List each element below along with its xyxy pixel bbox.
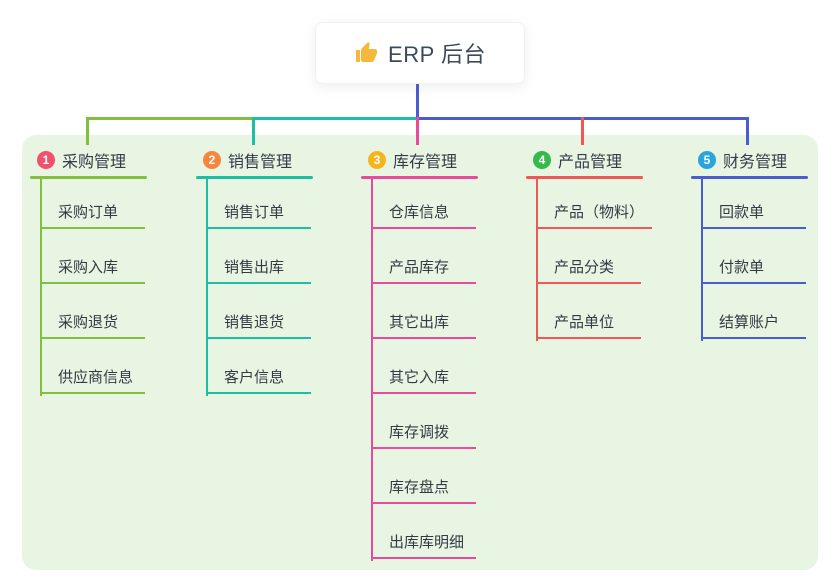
leaf-node[interactable]: 回款单 [701,197,806,229]
leaf-label: 回款单 [719,204,765,221]
branch-node-4[interactable]: 4 产品管理 [526,145,643,175]
branch-label: 产品管理 [558,154,623,171]
leaf-label: 其它出库 [389,314,450,331]
branch-underline [691,176,808,179]
branch-number-badge: 2 [203,151,221,169]
connector-hbar-left [86,117,255,120]
leaf-node[interactable]: 采购入库 [40,252,145,284]
branch-column-3: 3 库存管理仓库信息产品库存其它出库其它入库库存调拨库存盘点出库库明细 [361,145,478,561]
leaf-label: 库存调拨 [389,424,450,441]
branch-underline [30,176,147,179]
branch-label: 库存管理 [393,154,458,171]
leaf-label: 产品单位 [554,314,615,331]
leaf-node[interactable]: 库存调拨 [371,417,476,449]
leaf-node[interactable]: 产品库存 [371,252,476,284]
connector-branch-stub-5 [746,117,749,145]
leaf-node[interactable]: 付款单 [701,252,806,284]
connector-branch-stub-3 [416,117,419,145]
branch-vertical-line [701,179,703,341]
leaf-label: 供应商信息 [58,369,134,386]
leaf-label: 产品分类 [554,259,615,276]
connector-branch-stub-2 [252,117,255,145]
branch-label: 销售管理 [228,154,293,171]
connector-branch-stub-4 [581,117,584,145]
root-node-erp[interactable]: ERP 后台 [315,22,525,84]
leaf-label: 销售出库 [224,259,285,276]
leaf-label: 客户信息 [224,369,285,386]
thumbs-up-icon [356,42,378,62]
leaf-label: 销售订单 [224,204,285,221]
branch-node-2[interactable]: 2 销售管理 [196,145,313,175]
branch-vertical-line [40,179,42,396]
branch-column-4: 4 产品管理产品（物料） 产品分类产品单位 [526,145,653,341]
leaf-label: 仓库信息 [389,204,450,221]
branch-column-2: 2 销售管理销售订单销售出库销售退货客户信息 [196,145,313,396]
branch-number-badge: 4 [533,151,551,169]
connector-root-stub [416,82,419,118]
leaf-node[interactable]: 其它出库 [371,307,476,339]
leaf-node[interactable]: 其它入库 [371,362,476,394]
connector-hbar-mid [252,117,419,120]
branch-underline [361,176,478,179]
leaf-node[interactable]: 销售退货 [206,307,311,339]
leaf-label: 付款单 [719,259,765,276]
branch-label: 采购管理 [62,154,127,171]
leaf-label: 其它入库 [389,369,450,386]
branch-node-1[interactable]: 1 采购管理 [30,145,147,175]
root-node-label: ERP 后台 [388,42,486,67]
branch-number-badge: 1 [37,151,55,169]
leaf-label: 结算账户 [719,314,780,331]
leaf-node[interactable]: 仓库信息 [371,197,476,229]
leaf-node[interactable]: 出库库明细 [371,527,476,559]
branch-node-5[interactable]: 5 财务管理 [691,145,808,175]
leaf-node[interactable]: 库存盘点 [371,472,476,504]
leaf-label: 产品库存 [389,259,450,276]
branch-vertical-line [371,179,373,561]
leaf-node[interactable]: 销售订单 [206,197,311,229]
leaf-label: 库存盘点 [389,479,450,496]
connector-branch-stub-1 [86,117,89,145]
branch-number-badge: 5 [698,151,716,169]
leaf-node[interactable]: 供应商信息 [40,362,145,394]
leaf-label: 采购退货 [58,314,119,331]
leaf-label: 采购订单 [58,204,119,221]
branch-column-1: 1 采购管理采购订单采购入库采购退货供应商信息 [30,145,147,396]
branch-underline [526,176,643,179]
leaf-node[interactable]: 客户信息 [206,362,311,394]
leaf-node[interactable]: 产品分类 [536,252,641,284]
leaf-label: 采购入库 [58,259,119,276]
leaf-node[interactable]: 结算账户 [701,307,806,339]
leaf-node[interactable]: 产品单位 [536,307,641,339]
leaf-node[interactable]: 产品（物料） [536,197,653,229]
leaf-label: 出库库明细 [389,534,465,551]
branch-column-5: 5 财务管理回款单付款单结算账户 [691,145,808,341]
leaf-node[interactable]: 采购退货 [40,307,145,339]
branches-background-panel [22,135,818,570]
branch-underline [196,176,313,179]
branch-vertical-line [206,179,208,396]
leaf-node[interactable]: 销售出库 [206,252,311,284]
branch-vertical-line [536,179,538,341]
leaf-node[interactable]: 采购订单 [40,197,145,229]
branch-number-badge: 3 [368,151,386,169]
branch-label: 财务管理 [723,154,788,171]
leaf-label: 产品（物料） [554,204,645,221]
leaf-label: 销售退货 [224,314,285,331]
branch-node-3[interactable]: 3 库存管理 [361,145,478,175]
